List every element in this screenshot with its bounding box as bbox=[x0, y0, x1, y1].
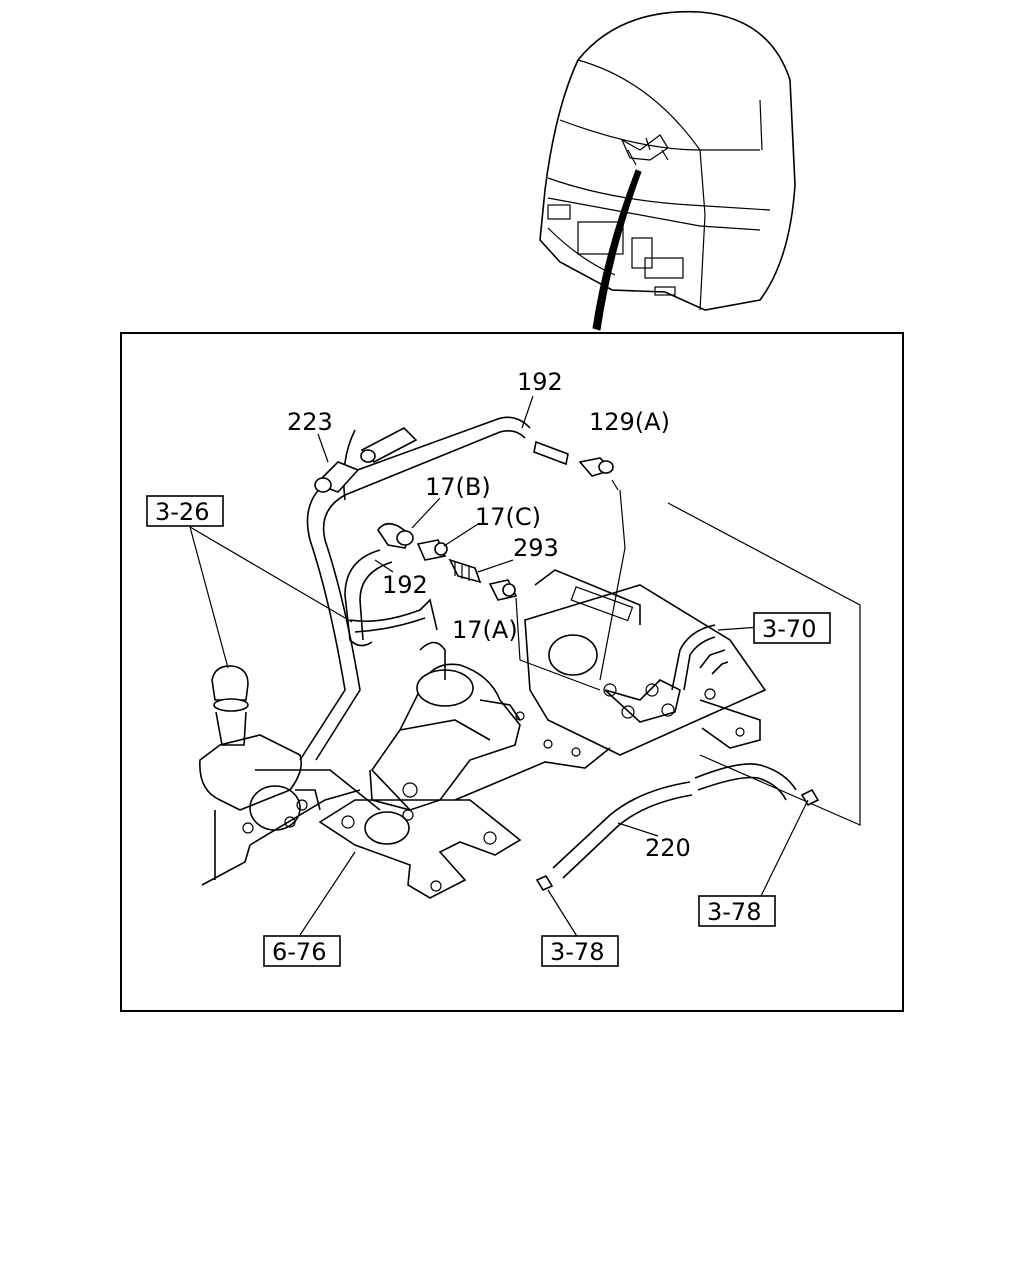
label-17a: 17(A) bbox=[452, 616, 518, 644]
label-17c: 17(C) bbox=[475, 503, 541, 531]
ref-box-3-70 bbox=[753, 612, 831, 644]
ref-label-3-26: 3-26 bbox=[155, 498, 209, 526]
label-220: 220 bbox=[645, 834, 691, 862]
label-293: 293 bbox=[513, 534, 559, 562]
leader-lines bbox=[189, 395, 809, 939]
label-192-top: 192 bbox=[517, 368, 563, 396]
fitting-17b bbox=[377, 522, 414, 549]
ref-box-6-76 bbox=[263, 935, 341, 967]
clip-3-78-bottom bbox=[535, 874, 554, 892]
clip-3-78-right bbox=[800, 788, 820, 807]
fitting-17c bbox=[416, 539, 448, 561]
ref-label-3-78-bottom: 3-78 bbox=[550, 938, 604, 966]
ref-label-6-76: 6-76 bbox=[272, 938, 326, 966]
hose-192-mid bbox=[344, 549, 438, 647]
callout-pointer bbox=[592, 169, 642, 331]
label-223: 223 bbox=[287, 408, 333, 436]
hose-223 bbox=[314, 427, 418, 493]
valve-assembly bbox=[369, 641, 611, 811]
bracket-plate bbox=[524, 569, 767, 756]
connector-129a bbox=[578, 457, 614, 477]
left-assembly bbox=[199, 665, 381, 886]
fitting-17a bbox=[488, 579, 518, 601]
fitting-293 bbox=[448, 558, 482, 584]
lower-bracket bbox=[318, 799, 522, 899]
label-17b: 17(B) bbox=[425, 473, 491, 501]
truck-cab-illustration bbox=[539, 10, 796, 311]
ref-box-3-78-bottom bbox=[541, 935, 619, 967]
ref-label-3-78-right: 3-78 bbox=[707, 898, 761, 926]
ref-box-3-78-right bbox=[698, 895, 776, 927]
hose-near-3-70 bbox=[671, 624, 729, 691]
ref-label-3-70: 3-70 bbox=[762, 615, 816, 643]
hose-220 bbox=[552, 763, 797, 879]
diagram-frame bbox=[120, 332, 904, 1012]
label-192-mid: 192 bbox=[382, 571, 428, 599]
ref-box-3-26 bbox=[146, 495, 224, 527]
label-129a: 129(A) bbox=[589, 408, 670, 436]
